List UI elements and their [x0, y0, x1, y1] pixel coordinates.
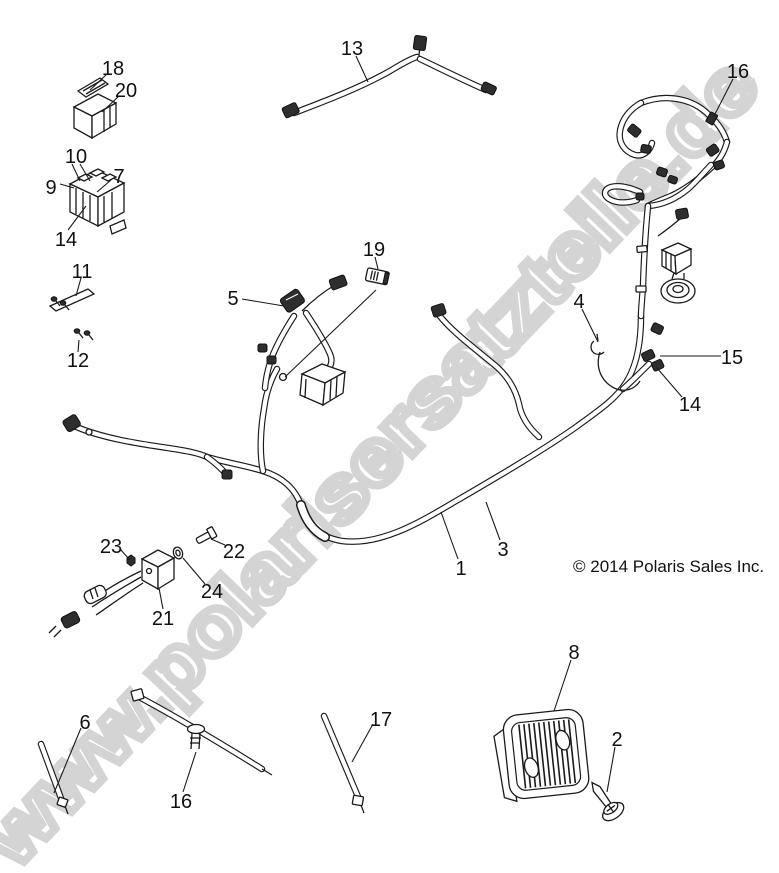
callout-16-top-label: 16 [727, 61, 749, 83]
leader-lines [53, 55, 734, 794]
callout-24-label: 24 [201, 581, 223, 603]
callout-5-label: 5 [227, 288, 238, 310]
callout-7-label: 7 [113, 166, 124, 188]
callout-6-label: 6 [79, 712, 90, 734]
callout-13-label: 13 [341, 38, 363, 60]
callout-18-label: 18 [102, 58, 124, 80]
screw-2 [591, 781, 625, 822]
screws-12 [73, 328, 94, 341]
copyright-text: © 2014 Polaris Sales Inc. [573, 557, 764, 576]
callout-1-label: 1 [455, 558, 466, 580]
callout-labels: 18 20 10 9 7 14 11 12 13 16 19 5 4 15 14… [45, 38, 749, 813]
callout-20-label: 20 [115, 80, 137, 102]
cable-tie-16 [130, 688, 273, 776]
relay-assembly-21 [48, 526, 218, 638]
callout-21-label: 21 [152, 608, 174, 630]
callout-15-label: 15 [721, 347, 743, 369]
callout-22-label: 22 [223, 541, 245, 563]
callout-3-label: 3 [497, 539, 508, 561]
cable-tie-6 [41, 744, 69, 815]
callout-11-label: 11 [72, 261, 93, 283]
callout-19-label: 19 [363, 239, 385, 261]
callout-17-label: 17 [370, 709, 392, 731]
callout-12-label: 12 [67, 350, 89, 372]
voltage-regulator-8 [493, 708, 590, 803]
callout-16-bottom-label: 16 [170, 791, 192, 813]
cable-tie-17 [324, 716, 365, 814]
fuse-block [68, 168, 127, 235]
mount-bracket-11 [48, 288, 96, 312]
center-connector-cluster [257, 274, 348, 407]
callout-4-label: 4 [573, 291, 584, 313]
fuse-19 [364, 267, 390, 286]
callout-14-label: 14 [55, 229, 77, 251]
callout-2-label: 2 [611, 729, 622, 751]
main-harness [62, 303, 641, 542]
callout-10-label: 10 [65, 146, 87, 168]
callout-23-label: 23 [100, 536, 122, 558]
harness-lead-13 [281, 34, 497, 119]
relay-cover-20 [72, 93, 118, 140]
callout-14-right-label: 14 [679, 394, 701, 416]
callout-8-label: 8 [568, 642, 579, 664]
callout-9-label: 9 [45, 177, 56, 199]
